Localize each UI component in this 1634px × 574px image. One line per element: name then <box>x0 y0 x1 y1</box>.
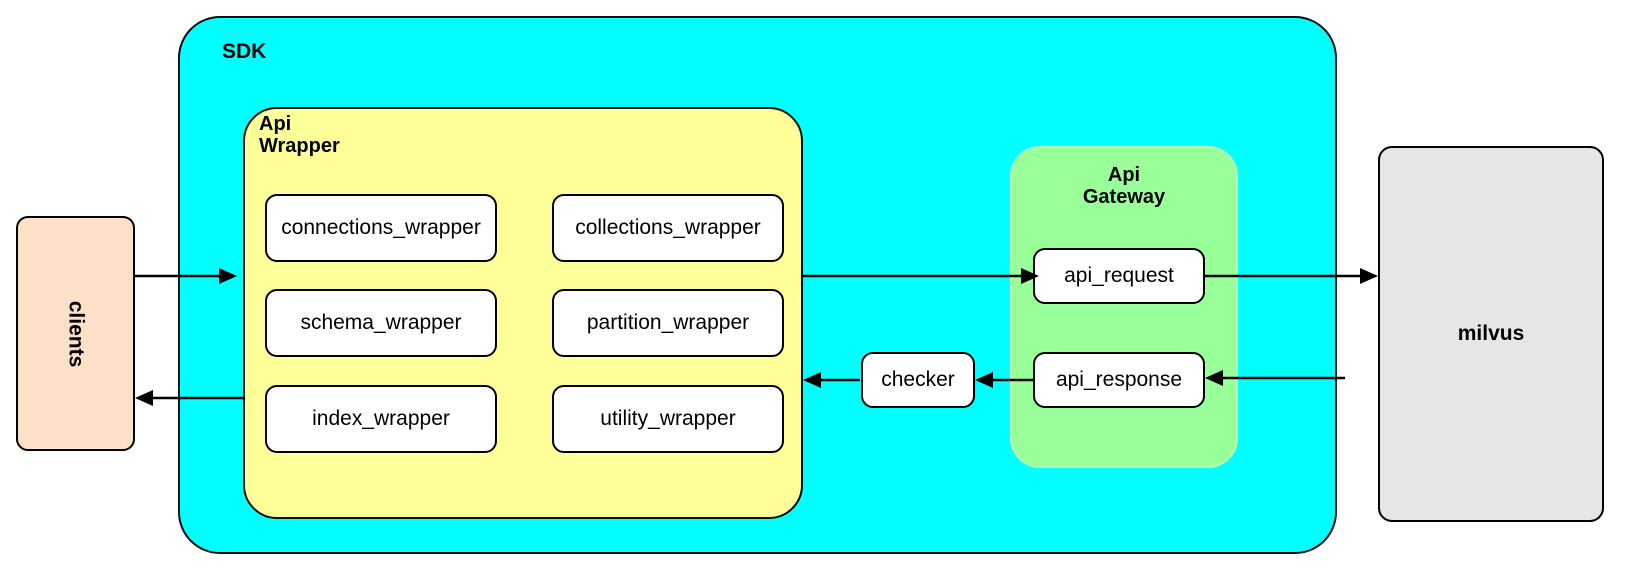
tile-api-request[interactable]: api_request <box>1033 248 1205 304</box>
milvus-box[interactable]: milvus <box>1378 146 1604 522</box>
tile-utility-wrapper[interactable]: utility_wrapper <box>552 385 784 453</box>
tile-index-wrapper[interactable]: index_wrapper <box>265 385 497 453</box>
tile-label: connections_wrapper <box>281 216 481 239</box>
tile-api-response[interactable]: api_response <box>1033 352 1205 408</box>
tile-label: partition_wrapper <box>586 311 750 334</box>
tile-label: utility_wrapper <box>600 407 736 430</box>
tile-schema-wrapper[interactable]: schema_wrapper <box>265 289 497 357</box>
tile-label: index_wrapper <box>312 407 450 430</box>
tile-label: api_request <box>1064 264 1174 287</box>
tile-collections-wrapper[interactable]: collections_wrapper <box>552 194 784 262</box>
tile-label: schema_wrapper <box>300 311 462 334</box>
checker-box[interactable]: checker <box>861 352 975 408</box>
tile-partition-wrapper[interactable]: partition_wrapper <box>552 289 784 357</box>
clients-label: clients <box>64 300 88 367</box>
tile-label: collections_wrapper <box>575 216 761 239</box>
milvus-label: milvus <box>1457 322 1525 345</box>
api-gateway-container <box>1010 146 1238 468</box>
checker-label: checker <box>881 368 955 391</box>
clients-box[interactable]: clients <box>16 216 135 451</box>
tile-label: api_response <box>1055 368 1183 391</box>
tile-connections-wrapper[interactable]: connections_wrapper <box>265 194 497 262</box>
